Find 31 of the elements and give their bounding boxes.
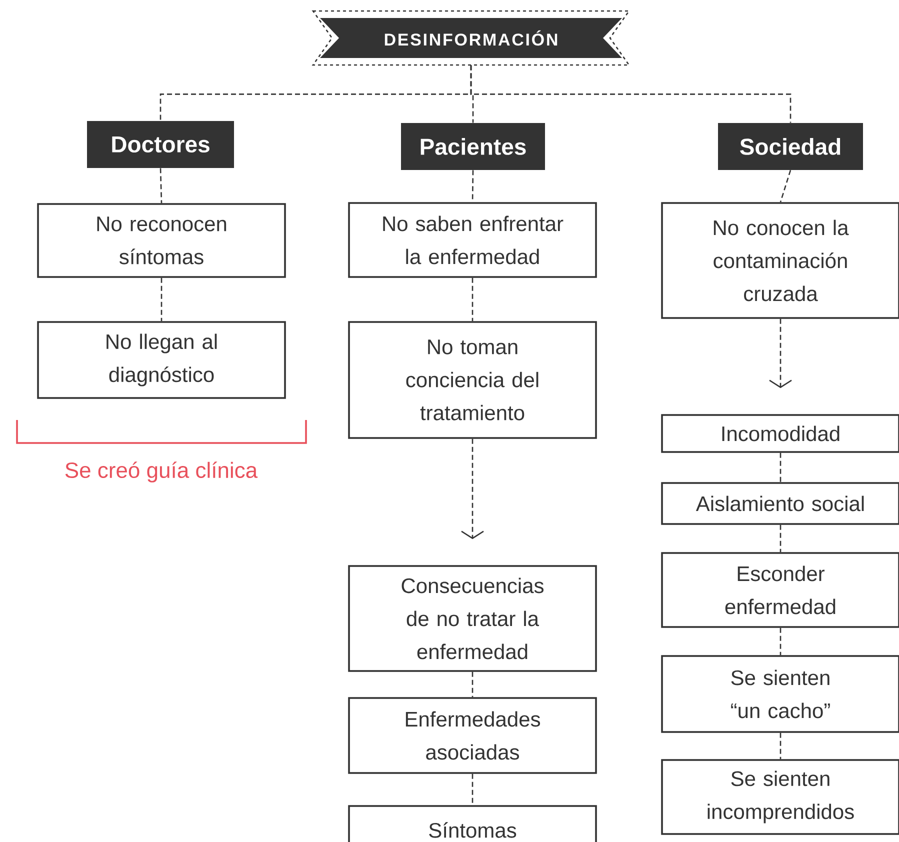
connector-line [780, 732, 782, 760]
connector-line [472, 774, 474, 806]
connector-line [160, 168, 162, 204]
arrow [461, 438, 484, 540]
category-header: Sociedad [718, 123, 863, 170]
text-box: No saben enfrentar la enfermedad [348, 202, 597, 278]
text-box: No conocen la contaminación cruzada [661, 202, 899, 319]
connector-line [780, 628, 782, 656]
connector-line [780, 452, 782, 482]
text-box: No reconocen síntomas [37, 203, 286, 278]
arrow [769, 318, 792, 388]
connector-line [780, 524, 782, 552]
text-box: Incomodidad [661, 414, 899, 453]
text-box: Se sienten “un cacho” [661, 655, 899, 733]
text-box: No toman conciencia del tratamiento [348, 321, 597, 439]
note-text: Se creó guía clínica [65, 462, 258, 482]
text-box: Esconder enfermedad [661, 552, 899, 628]
category-header: Pacientes [401, 123, 545, 170]
text-box: Aislamiento social [661, 482, 899, 525]
connector-line [472, 278, 474, 322]
text-box: Síntomas [348, 805, 597, 842]
connector-line [780, 170, 792, 202]
category-header: Doctores [87, 121, 234, 168]
text-box: Se sienten incomprendidos [661, 759, 899, 835]
text-box: No llegan al diagnóstico [37, 321, 286, 399]
text-box: Consecuencias de no tratar la enfermedad [348, 565, 597, 672]
title-banner: DESINFORMACIÓN [312, 10, 630, 66]
connector-line [472, 672, 474, 698]
connector-line [470, 65, 792, 123]
connector-line [160, 278, 162, 322]
text-box: Enfermedades asociadas [348, 697, 597, 774]
